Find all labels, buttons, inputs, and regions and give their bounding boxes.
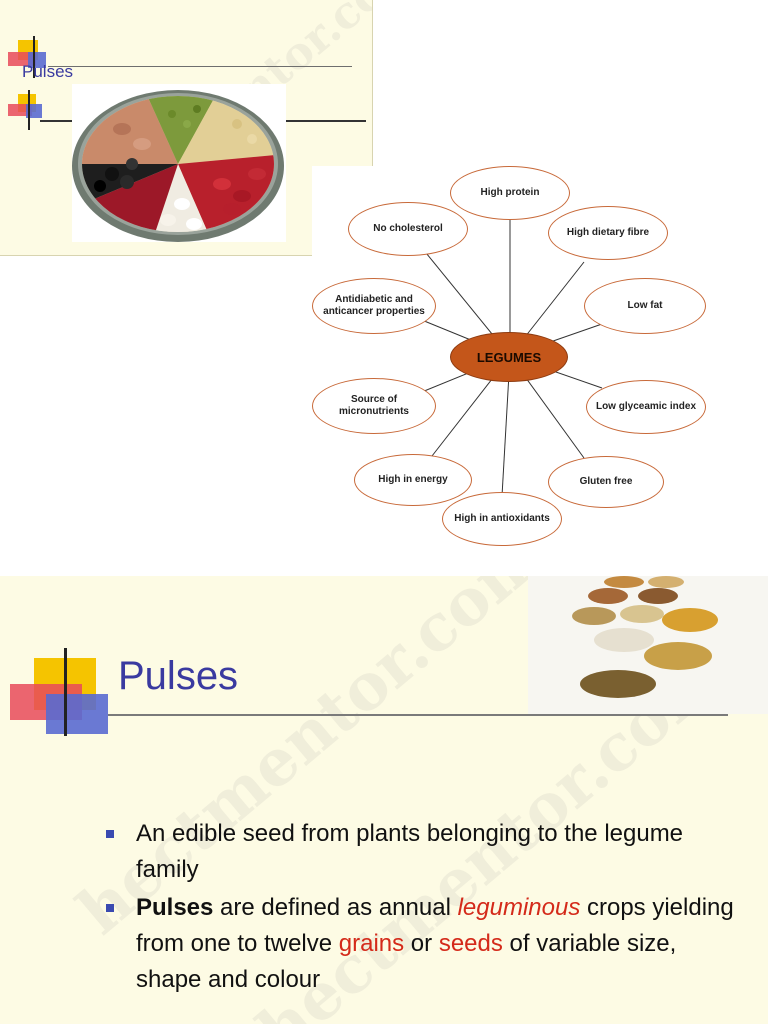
title-rule [108, 714, 728, 716]
bottom-slide: hectmentor.com hectmentor.com Pulses An … [0, 576, 768, 1024]
node-legumes-center: LEGUMES [450, 332, 568, 382]
bullet-item: Pulses are defined as annual leguminous … [100, 890, 740, 998]
highlight-leguminous: leguminous [457, 894, 581, 921]
bottom-slide-title: Pulses [118, 654, 239, 698]
highlight-grains: grains [338, 930, 405, 957]
node-antidiabetic-anticancer: Antidiabetic and anticancer properties [312, 278, 436, 334]
top-slide-title: Pulses [22, 62, 74, 81]
pulses-plate-image [72, 84, 286, 242]
bullet-text: are defined as annual [213, 894, 458, 921]
bullet-item: An edible seed from plants belonging to … [100, 816, 740, 888]
bullet-text: or [404, 930, 439, 957]
bullet-square-icon [106, 904, 114, 912]
node-high-in-energy: High in energy [354, 454, 472, 506]
top-slide: hectmentor.com Pulses [0, 0, 373, 256]
node-high-in-antioxidants: High in antioxidants [442, 492, 562, 546]
node-high-dietary-fibre: High dietary fibre [548, 206, 668, 260]
node-low-glyceamic-index: Low glyceamic index [586, 380, 706, 434]
title-rule [48, 66, 352, 67]
bullet-list: An edible seed from plants belonging to … [100, 816, 740, 1000]
node-low-fat: Low fat [584, 278, 706, 334]
highlight-seeds: seeds [438, 930, 503, 957]
bullet-bold-term: Pulses [136, 894, 214, 921]
node-gluten-free: Gluten free [548, 456, 664, 508]
node-no-cholesterol: No cholesterol [348, 202, 468, 256]
node-source-of-micronutrients: Source of micronutrients [312, 378, 436, 434]
bullet-square-icon [106, 830, 114, 838]
bullet-text: crops yielding from one to twelve [136, 894, 734, 957]
bullet-text: of variable size, shape and colour [136, 930, 677, 993]
node-high-protein: High protein [450, 166, 570, 220]
legumes-diagram: High protein High dietary fibre Low fat … [312, 166, 712, 551]
bullet-text: An edible seed from plants belonging to … [136, 820, 684, 883]
grains-image [528, 576, 768, 714]
